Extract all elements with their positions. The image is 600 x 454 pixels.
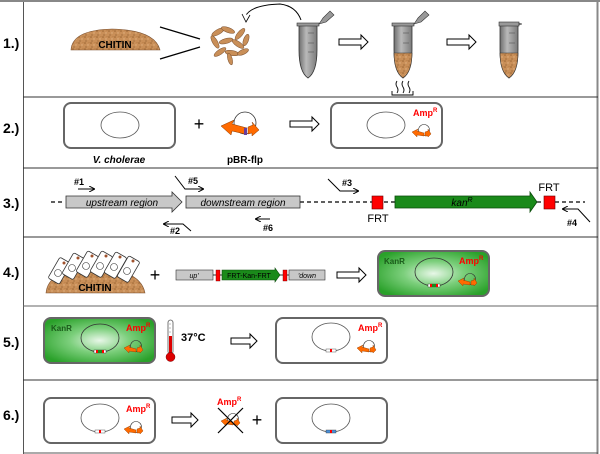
primer-1: #1: [74, 177, 94, 189]
plasmid-flp-icon: [220, 111, 260, 137]
primer-1-label: #1: [74, 177, 84, 187]
primer-5-label: #5: [188, 176, 198, 186]
step-label-6: 6.): [3, 407, 19, 423]
process-arrow-icon: [171, 411, 199, 429]
step-label-1: 1.): [3, 35, 19, 51]
plus-sign: +: [150, 265, 161, 285]
lost-plasmid-icon: [217, 407, 244, 434]
lost-amp-label: AmpR: [217, 397, 242, 407]
kan-resistant-cell-icon: [43, 317, 156, 364]
step1-row: CHITIN: [70, 3, 523, 96]
frt-label-right: FRT: [538, 182, 559, 194]
kanr-label: KanR: [51, 324, 72, 333]
cured-cell-icon: [275, 397, 388, 444]
primer-4: #4: [563, 209, 591, 228]
cross-out-icon: [217, 407, 244, 434]
chitin-flake-icon: CHITIN: [70, 28, 161, 51]
process-arrow-icon: [446, 33, 477, 51]
amp-resistance-label: AmpR: [126, 323, 151, 333]
temperature-label: 37°C: [181, 332, 206, 344]
primer-6-label: #6: [263, 223, 273, 233]
upstream-label: upstream region: [86, 198, 159, 209]
step6-row: AmpR AmpR +: [43, 397, 388, 444]
step-label-4: 4.): [3, 264, 19, 280]
amp-resistance-label: AmpR: [413, 108, 438, 118]
construct-up-label: up': [189, 273, 199, 280]
chitin-with-cells-icon: CHITIN: [45, 250, 146, 294]
kan-resistance-gene: [394, 190, 538, 214]
step-label-3: 3.): [3, 195, 19, 211]
transformed-cell-icon: [330, 102, 443, 149]
step-label-2: 2.): [3, 120, 19, 136]
kan-resistant-cell-icon: [377, 250, 490, 297]
amp-resistance-label: AmpR: [126, 404, 151, 414]
tube-heated-icon: [391, 10, 430, 79]
primer-2-label: #2: [170, 226, 180, 236]
frt-site-left: [371, 195, 384, 210]
plasmid-label: pBR-flp: [227, 155, 263, 166]
amp-resistance-label: AmpR: [358, 323, 383, 333]
cell-label: V. cholerae: [93, 155, 146, 166]
process-arrow-icon: [230, 332, 258, 350]
process-arrow-icon: [338, 33, 369, 51]
downstream-region-block: [185, 195, 301, 209]
transfer-arrow-icon: [244, 3, 302, 21]
frt-site-right: [543, 195, 556, 210]
primer-5: #5: [174, 175, 203, 189]
process-arrow-icon: [289, 115, 320, 133]
linear-construct: up' FRT-Kan-FRT 'down: [175, 267, 326, 283]
step2-row: V. cholerae + pBR-flp AmpR: [63, 102, 443, 166]
kanr-label: KanR: [384, 257, 405, 266]
chitin-label: CHITIN: [98, 40, 131, 51]
plus-sign: +: [194, 114, 205, 134]
primer-3-label: #3: [342, 178, 352, 188]
kan-excised-cell-icon: [275, 317, 388, 364]
construct-down-label: 'down: [298, 273, 316, 280]
step-label-5: 5.): [3, 334, 19, 350]
step3-row: upstream region downstream region FRT ka…: [51, 175, 591, 236]
heat-icon: [391, 80, 414, 96]
vibrio-cell-icon: [63, 102, 176, 149]
tube-closed-icon: [498, 21, 523, 79]
grind-lines-icon: [159, 26, 201, 60]
frt-label-left: FRT: [367, 213, 388, 225]
chitin-flakes-icon: [210, 26, 250, 66]
primer-6: #6: [256, 219, 273, 233]
primer-2: #2: [164, 224, 192, 236]
step4-row: CHITIN + up' FRT-Kan-FRT 'down: [45, 250, 490, 297]
process-arrow-icon: [336, 266, 367, 284]
plus-sign: +: [252, 410, 263, 430]
primer-4-label: #4: [567, 218, 577, 228]
construct-mid-label: FRT-Kan-FRT: [227, 273, 271, 280]
primer-3: #3: [327, 178, 358, 191]
downstream-label: downstream region: [200, 198, 285, 209]
kan-gene-label: kanR: [451, 197, 472, 209]
chitin-label: CHITIN: [78, 283, 111, 294]
amp-resistance-label: AmpR: [459, 256, 484, 266]
step5-row: KanR AmpR 37°C AmpR: [43, 317, 388, 364]
tube-empty-icon: [296, 10, 335, 79]
upstream-region-block: [65, 191, 183, 213]
transfer-arrowhead-icon: [241, 13, 251, 23]
cell-with-plasmid-icon: [43, 397, 156, 444]
thermometer-icon: [165, 319, 176, 362]
